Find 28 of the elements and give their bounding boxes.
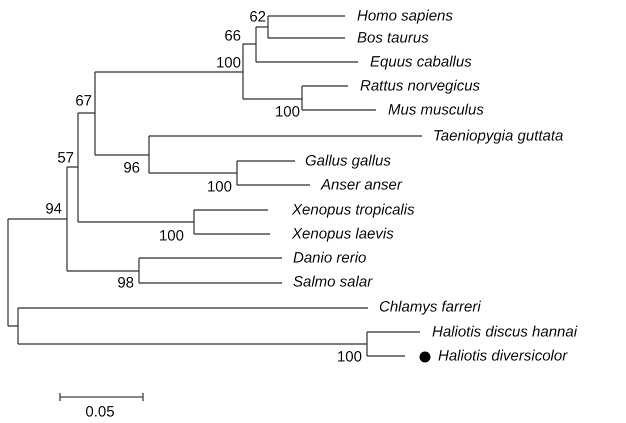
species-name: Haliotis discus hannai — [432, 324, 578, 340]
bootstrap-value: 100 — [336, 348, 362, 366]
bootstrap-value: 100 — [274, 104, 300, 120]
species-name: Anser anser — [321, 176, 402, 194]
scale-label: 0.05 — [85, 404, 115, 420]
bootstrap-value: 57 — [57, 150, 74, 166]
species-name: Rattus norvegicus — [360, 78, 480, 94]
species-name: Xenopus tropicalis — [292, 202, 415, 218]
bootstrap-value: 96 — [123, 160, 140, 176]
bootstrap-value: 66 — [224, 28, 241, 44]
bootstrap-value: 62 — [249, 8, 266, 26]
species-name: Gallus gallus — [305, 152, 391, 170]
bootstrap-value: 94 — [45, 200, 62, 218]
species-name: Salmo salar — [293, 274, 372, 290]
species-name: Taeniopygia guttata — [433, 128, 564, 144]
bootstrap-value: 100 — [206, 178, 232, 196]
species-name: Danio rerio — [293, 250, 366, 266]
bootstrap-value: 67 — [75, 92, 92, 110]
species-name: Equus caballus — [370, 54, 472, 70]
species-name: Haliotis diversicolor — [438, 348, 568, 364]
bootstrap-value: 100 — [216, 54, 241, 72]
species-name: Mus musculus — [388, 102, 484, 118]
bootstrap-value: 98 — [117, 274, 134, 292]
species-name: Xenopus laevis — [292, 226, 394, 242]
species-name: Bos taurus — [357, 30, 429, 46]
bootstrap-value: 100 — [158, 228, 184, 244]
species-name: Homo sapiens — [357, 8, 453, 24]
species-name: Chlamys farreri — [379, 298, 481, 316]
